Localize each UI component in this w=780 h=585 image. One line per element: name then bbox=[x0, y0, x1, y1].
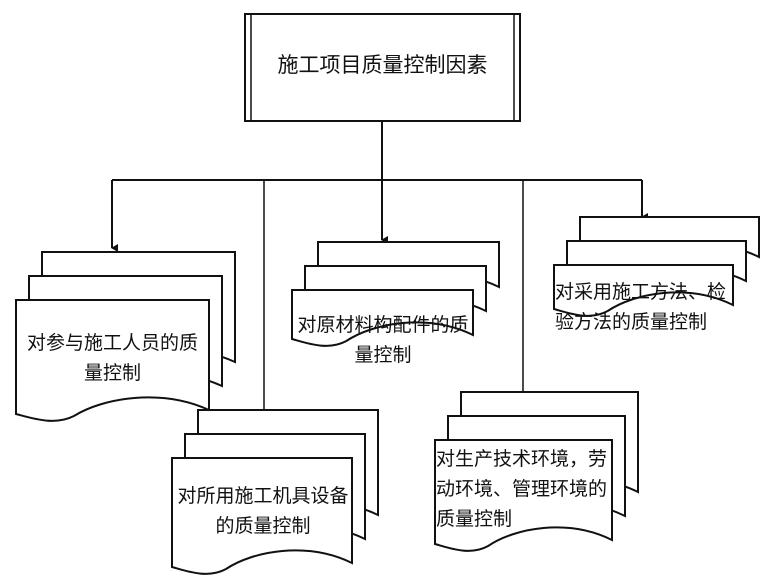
document-machinery-page-0 bbox=[171, 457, 353, 575]
factor-materials-label: 对原材料构配件的质量控制 bbox=[297, 314, 469, 366]
document-methods-page-0 bbox=[553, 264, 734, 317]
document-materials-page-0 bbox=[291, 289, 474, 347]
root-box bbox=[244, 13, 521, 122]
document-people-page-0 bbox=[15, 299, 210, 422]
factor-methods-label: 对采用施工方法、检验方法的质量控制 bbox=[555, 281, 727, 333]
factor-environment-label: 对生产技术环境，劳动环境、管理环境的质量控制 bbox=[436, 448, 608, 530]
document-environment-page-0 bbox=[434, 439, 613, 552]
factor-machinery-label: 对所用施工机具设备的质量控制 bbox=[177, 485, 349, 537]
root-label: 施工项目质量控制因素 bbox=[277, 53, 488, 77]
factor-people-label: 对参与施工人员的质量控制 bbox=[26, 332, 198, 384]
